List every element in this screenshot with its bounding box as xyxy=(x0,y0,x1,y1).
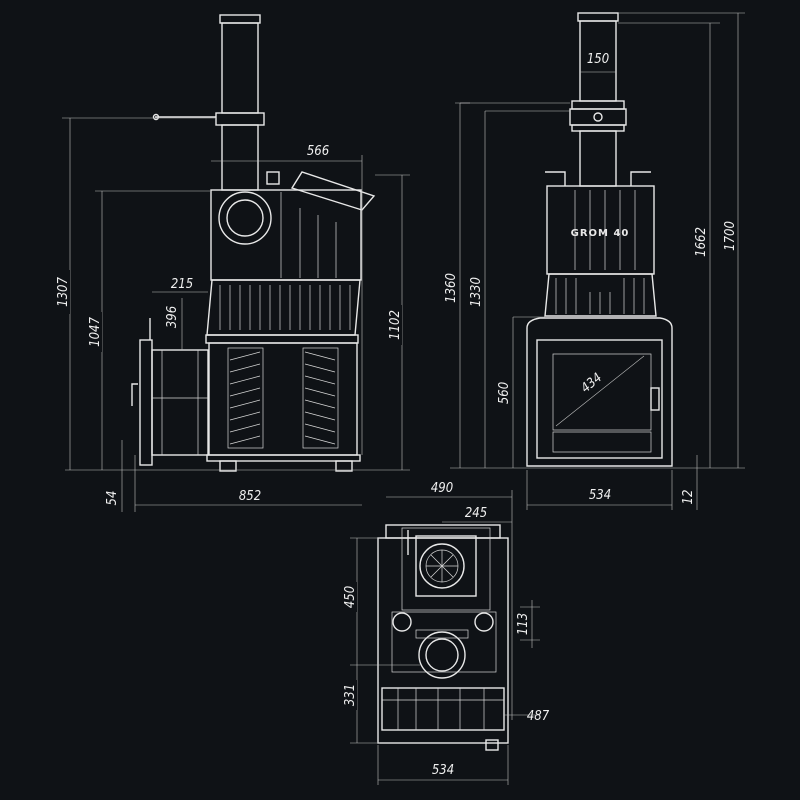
dim-150: 150 xyxy=(587,52,609,67)
dim-560: 560 xyxy=(497,382,512,404)
dim-396: 396 xyxy=(165,306,180,328)
brand-label: GROM 40 xyxy=(571,228,630,239)
dim-54: 54 xyxy=(105,491,120,506)
dim-113: 113 xyxy=(516,613,531,635)
dim-534-front: 534 xyxy=(589,488,611,503)
dim-1330: 1330 xyxy=(469,277,484,307)
front-view: GROM 40 150 xyxy=(443,12,745,510)
dim-534-top: 534 xyxy=(432,763,454,778)
dim-331: 331 xyxy=(343,684,358,706)
dim-215: 215 xyxy=(171,277,193,292)
dim-1047: 1047 xyxy=(88,317,103,347)
dim-487: 487 xyxy=(527,709,550,724)
dim-245: 245 xyxy=(465,506,487,521)
dim-12: 12 xyxy=(681,490,696,505)
dim-1360: 1360 xyxy=(444,273,459,303)
dim-450: 450 xyxy=(343,586,358,608)
top-view: 490 245 450 113 331 487 534 xyxy=(343,481,550,785)
dim-852: 852 xyxy=(239,489,261,504)
dim-1700: 1700 xyxy=(723,221,738,251)
dim-1307: 1307 xyxy=(56,277,71,307)
dim-1102: 1102 xyxy=(388,310,403,340)
dim-1662: 1662 xyxy=(694,227,709,257)
dim-490: 490 xyxy=(431,481,453,496)
side-view: 1307 1047 1102 566 215 396 54 852 xyxy=(56,14,410,512)
dim-566: 566 xyxy=(307,144,329,159)
dim-434: 434 xyxy=(578,370,605,396)
